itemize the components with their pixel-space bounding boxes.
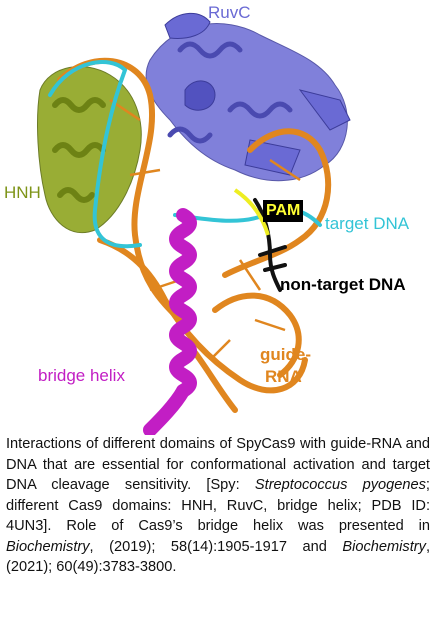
- bridge-helix-label: bridge helix: [38, 366, 125, 385]
- guide-rna-label-line2: RNA: [265, 367, 302, 386]
- caption-text-1: Interactions of different domains of Spy…: [6, 436, 430, 493]
- non-target-dna-strand: [253, 198, 287, 292]
- figure-caption: Interactions of different domains of Spy…: [6, 434, 430, 578]
- caption-text-4: , (2021); 60(49):3783-3800.: [6, 538, 430, 576]
- ruvc-label: RuvC: [208, 3, 251, 22]
- cas9-structure-figure: [37, 12, 351, 435]
- bridge-helix: [143, 208, 197, 435]
- caption-species: Streptococcus pyogenes: [254, 477, 426, 493]
- guide-rna-label-line1: guide-: [260, 345, 311, 364]
- hnh-label: HNH: [4, 183, 41, 202]
- pam-label: PAM: [263, 200, 304, 222]
- caption-journal-2: Biochemistry: [342, 538, 426, 555]
- caption-text-2: ; different Cas9 domains: HNH, RuvC, bri…: [6, 477, 430, 534]
- non-target-dna-label: non-target DNA: [280, 275, 406, 294]
- target-dna-label: target DNA: [325, 214, 410, 233]
- caption-text-3: , (2019); 58(14):1905-1917 and: [89, 538, 343, 555]
- caption-journal-1: Biochemistry: [6, 538, 90, 555]
